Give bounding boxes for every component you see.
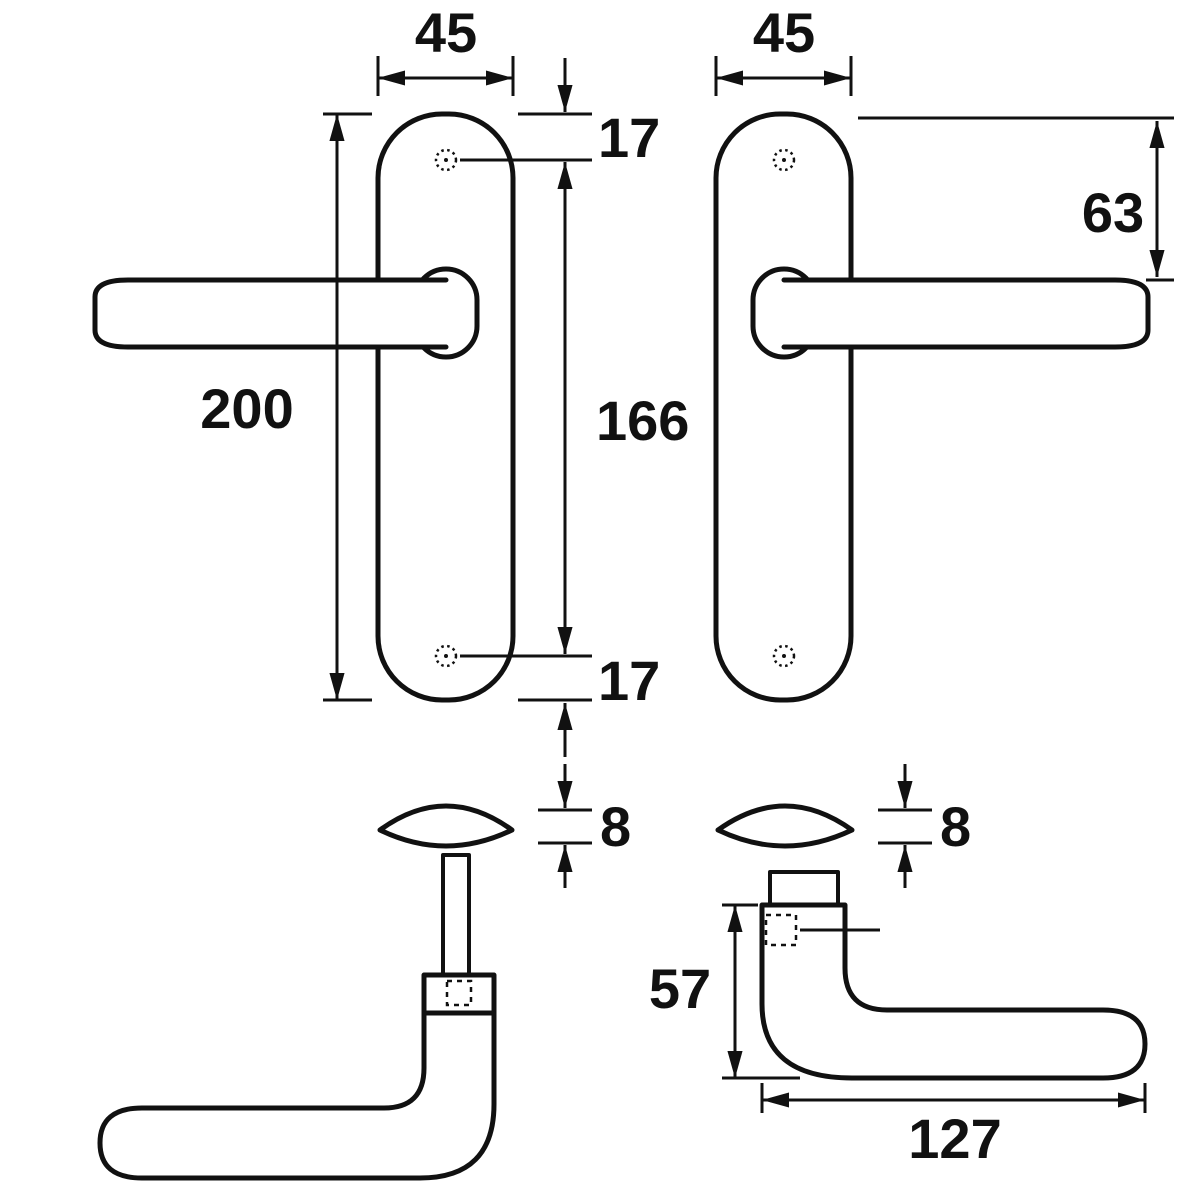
spindle-hole-hidden-left	[445, 979, 473, 1007]
dimension-handle-height: 57	[649, 903, 800, 1080]
dim-label-plate-width-right: 45	[753, 1, 815, 64]
screw-hole-bottom-left-center	[444, 654, 448, 658]
handle-body-left	[97, 1010, 497, 1181]
screw-hole-bottom-left	[434, 644, 458, 668]
spindle-hole-hidden-right	[764, 913, 798, 947]
handle-body-right	[759, 902, 1148, 1081]
screw-hole-top-right-center	[782, 158, 786, 162]
dimension-hole-spacing: 17 166 17	[460, 58, 689, 757]
dimension-plate-thickness-left: 8	[538, 764, 631, 888]
dimension-plate-height: 200	[200, 112, 372, 702]
dim-label-plate-thickness-left: 8	[600, 795, 631, 858]
spindle-left	[441, 853, 471, 979]
side-view-right	[715, 803, 1148, 1081]
dim-label-hole-spacing: 166	[596, 389, 689, 452]
backplate-profile-left	[377, 803, 515, 849]
lever-handle-right	[781, 277, 1151, 350]
backplate-outline-right	[713, 111, 854, 703]
dim-label-top-hole-offset: 17	[598, 106, 660, 169]
screw-hole-top-left-center	[444, 158, 448, 162]
backplate-profile-right	[715, 803, 855, 849]
screw-hole-bottom-right	[772, 644, 796, 668]
dim-label-plate-height: 200	[200, 377, 293, 440]
spindle-boss-right	[768, 870, 840, 908]
dim-label-handle-height: 57	[649, 957, 711, 1020]
lever-handle-left	[92, 277, 449, 350]
screw-hole-top-left	[434, 148, 458, 172]
side-view-left	[97, 803, 515, 1181]
dimension-plate-thickness-right: 8	[878, 764, 971, 888]
screw-hole-bottom-right-center	[782, 654, 786, 658]
front-view-left	[92, 111, 516, 703]
dim-label-plate-width-left: 45	[415, 1, 477, 64]
backplate-outline-left	[375, 111, 516, 703]
dimension-handle-offset: 63	[858, 116, 1174, 282]
dim-label-handle-offset: 63	[1082, 181, 1144, 244]
dimension-handle-length: 127	[760, 1083, 1147, 1170]
dim-label-bottom-hole-offset: 17	[598, 649, 660, 712]
dim-label-handle-length: 127	[908, 1107, 1001, 1170]
dimension-plate-width-left: 45	[376, 1, 515, 96]
dimension-plate-width-right: 45	[714, 1, 853, 96]
front-view-right	[713, 111, 1151, 703]
dim-label-plate-thickness-right: 8	[940, 795, 971, 858]
screw-hole-top-right	[772, 148, 796, 172]
